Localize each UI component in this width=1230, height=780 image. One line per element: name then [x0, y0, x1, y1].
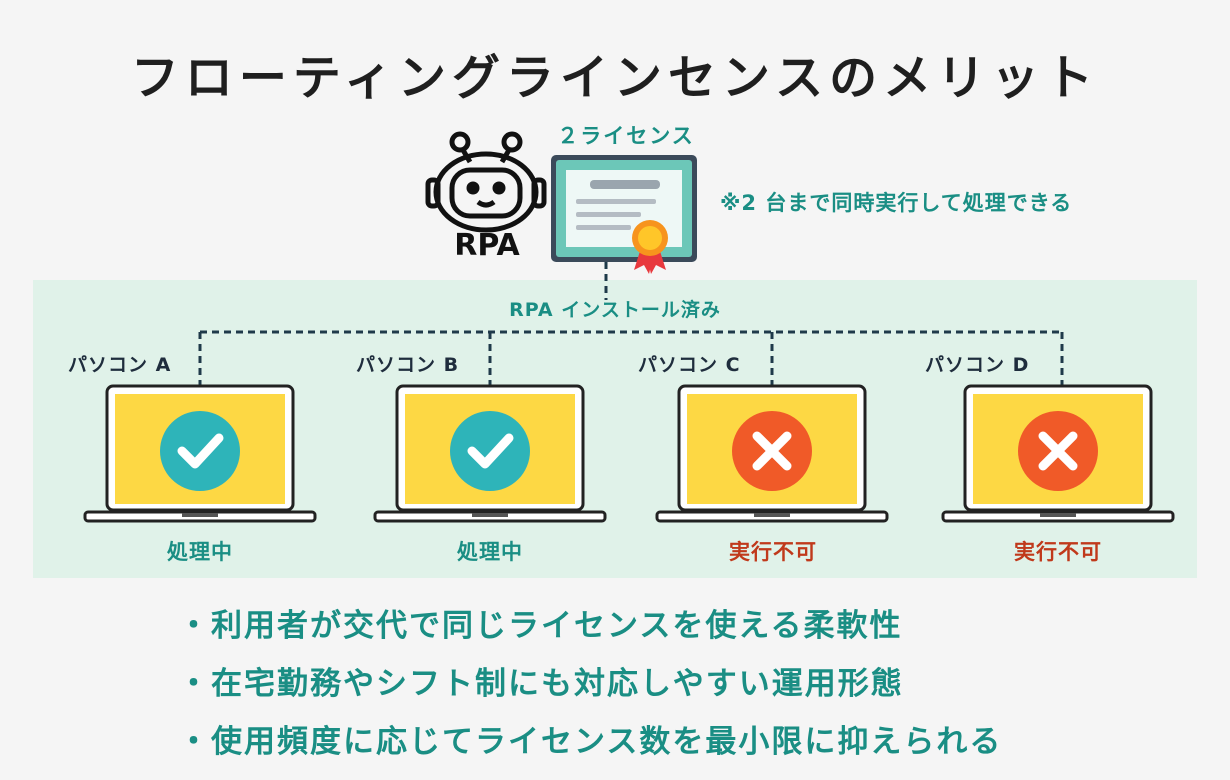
computer-name-a: パソコン A: [68, 354, 172, 376]
laptop-icon-b: [373, 384, 607, 523]
check-icon: [450, 411, 530, 491]
computer-status-d: 実行不可: [1014, 540, 1102, 564]
installed-label: RPA インストール済み: [509, 299, 721, 321]
laptop-icon-c: [655, 384, 889, 523]
computer-status-a: 処理中: [167, 540, 233, 564]
cross-icon: [1018, 411, 1098, 491]
connector-lines: [198, 262, 1064, 385]
laptop-icon-d: [941, 384, 1175, 523]
benefit-item-3: ・使用頻度に応じてライセンス数を最小限に抑えられる: [178, 724, 1003, 760]
computer-name-c: パソコン C: [638, 354, 741, 376]
certificate-icon: [551, 155, 697, 274]
cross-icon: [732, 411, 812, 491]
check-icon: [160, 411, 240, 491]
robot-icon: [425, 131, 547, 233]
robot-label: RPA: [454, 228, 520, 263]
benefit-item-2: ・在宅勤務やシフト制にも対応しやすい運用形態: [178, 666, 904, 702]
license-count-label: ２ライセンス: [557, 124, 695, 148]
page-title: フローティングラインセンスのメリット: [130, 50, 1100, 106]
computer-status-c: 実行不可: [729, 540, 817, 564]
computer-status-b: 処理中: [457, 540, 523, 564]
laptop-group: [83, 384, 1175, 523]
computer-name-d: パソコン D: [925, 354, 1030, 376]
benefit-item-1: ・利用者が交代で同じライセンスを使える柔軟性: [178, 608, 903, 644]
laptop-icon-a: [83, 384, 317, 523]
computer-name-b: パソコン B: [356, 354, 460, 376]
license-note: ※2 台まで同時実行して処理できる: [720, 191, 1073, 215]
